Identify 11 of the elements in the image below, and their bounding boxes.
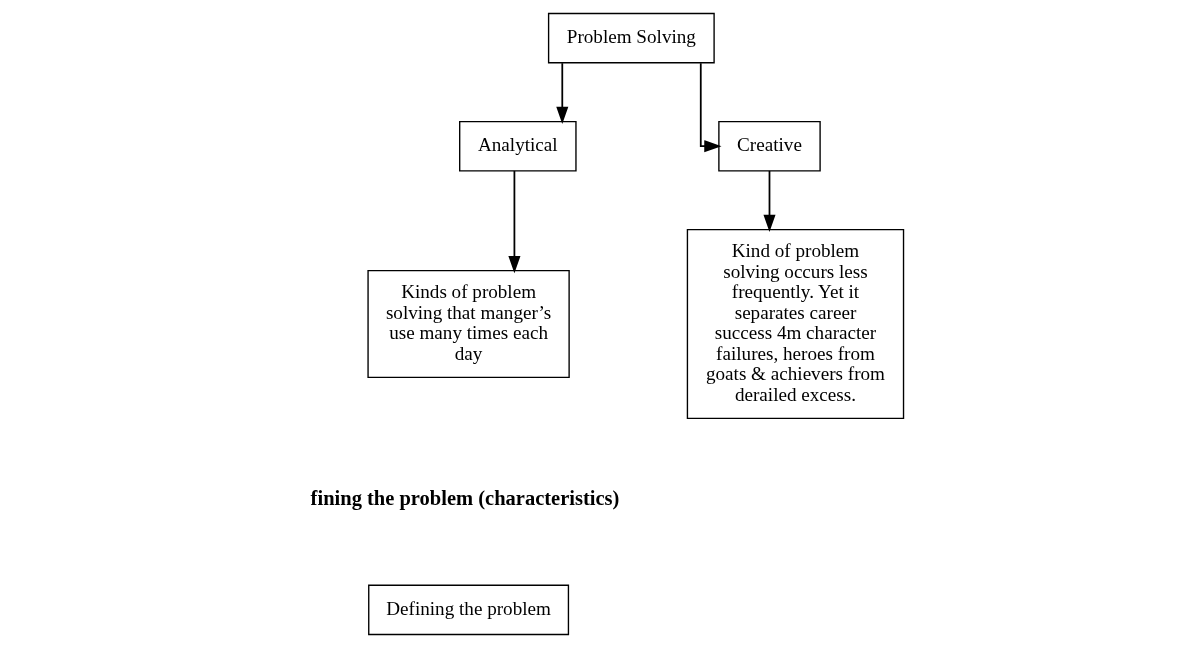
node-box: Problem Solving xyxy=(547,12,715,64)
arrow xyxy=(699,62,721,153)
node-box: Kinds of problem solving that manger’s use many times each day xyxy=(366,269,570,379)
node-box: Analytical xyxy=(458,120,577,172)
arrow xyxy=(507,170,520,274)
node-box: Kind of problem solving occurs less frequently. Yet it separates career success 4m character failures, heroes from goats & achievers from derailed excess. xyxy=(686,228,904,420)
node-box: Creative xyxy=(717,120,821,172)
node-box: Defining the problem xyxy=(367,584,569,636)
arrow xyxy=(762,170,776,232)
label: fining the problem (characteristics) xyxy=(310,487,619,510)
arrow xyxy=(555,62,568,124)
